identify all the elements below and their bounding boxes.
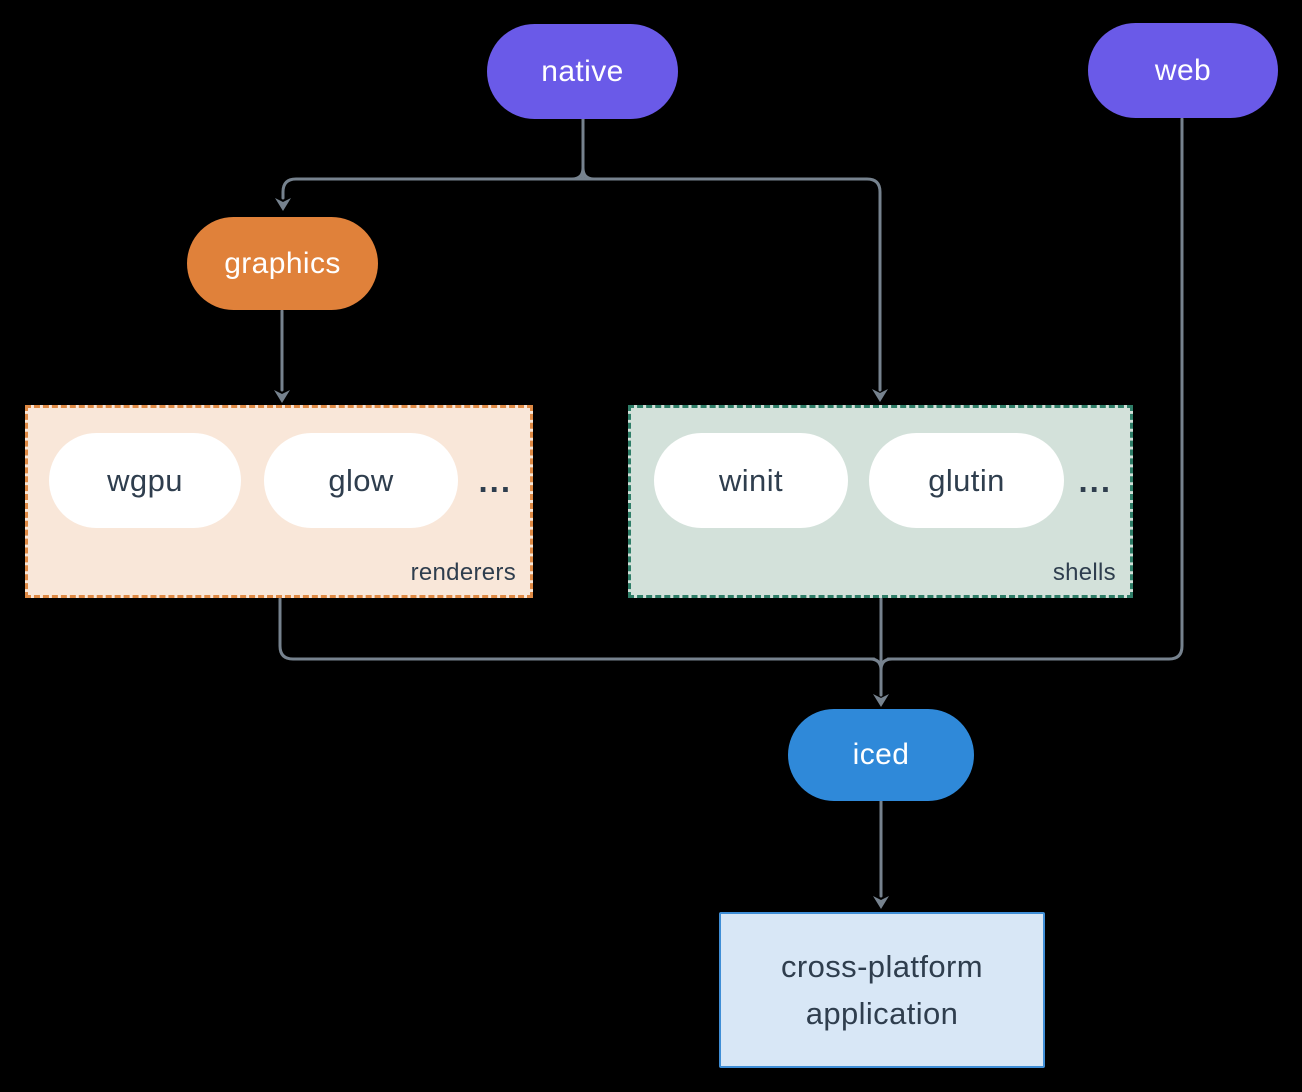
edge-split-fillet <box>570 166 596 181</box>
arrow-to-app <box>873 896 889 909</box>
edge-web-merge <box>886 117 1184 661</box>
renderers-ellipsis: ... <box>478 461 512 499</box>
node-wgpu-label: wgpu <box>107 462 183 498</box>
node-glutin-label: glutin <box>928 462 1005 498</box>
shells-group-label: shells <box>1052 559 1116 586</box>
edge-renderers-merge <box>278 597 876 661</box>
group-shells: winit glutin ... shells <box>628 405 1133 598</box>
group-renderers: wgpu glow ... renderers <box>25 405 533 598</box>
node-cross-platform-application: cross-platform application <box>719 912 1045 1068</box>
renderers-group-label: renderers <box>410 559 516 586</box>
app-label-line2: application <box>805 996 959 1031</box>
node-glow: glow <box>264 433 458 528</box>
node-graphics: graphics <box>187 217 378 310</box>
node-native: native <box>487 24 678 119</box>
node-iced: iced <box>788 709 974 801</box>
arrow-to-graphics <box>275 198 291 211</box>
arrow-to-shells <box>872 389 888 402</box>
node-winit-label: winit <box>718 462 783 498</box>
app-label-line1: cross-platform <box>781 949 983 984</box>
node-web: web <box>1088 23 1278 118</box>
node-native-label: native <box>541 54 624 88</box>
node-wgpu: wgpu <box>49 433 241 528</box>
node-glow-label: glow <box>328 462 394 498</box>
node-web-label: web <box>1154 53 1212 87</box>
edge-split-rail <box>281 177 882 392</box>
arrow-to-iced <box>873 694 889 707</box>
node-iced-label: iced <box>852 738 910 771</box>
node-graphics-label: graphics <box>224 246 341 280</box>
shells-ellipsis: ... <box>1078 461 1112 499</box>
node-winit: winit <box>654 433 848 528</box>
arrow-to-renderers <box>274 390 290 403</box>
node-glutin: glutin <box>869 433 1064 528</box>
